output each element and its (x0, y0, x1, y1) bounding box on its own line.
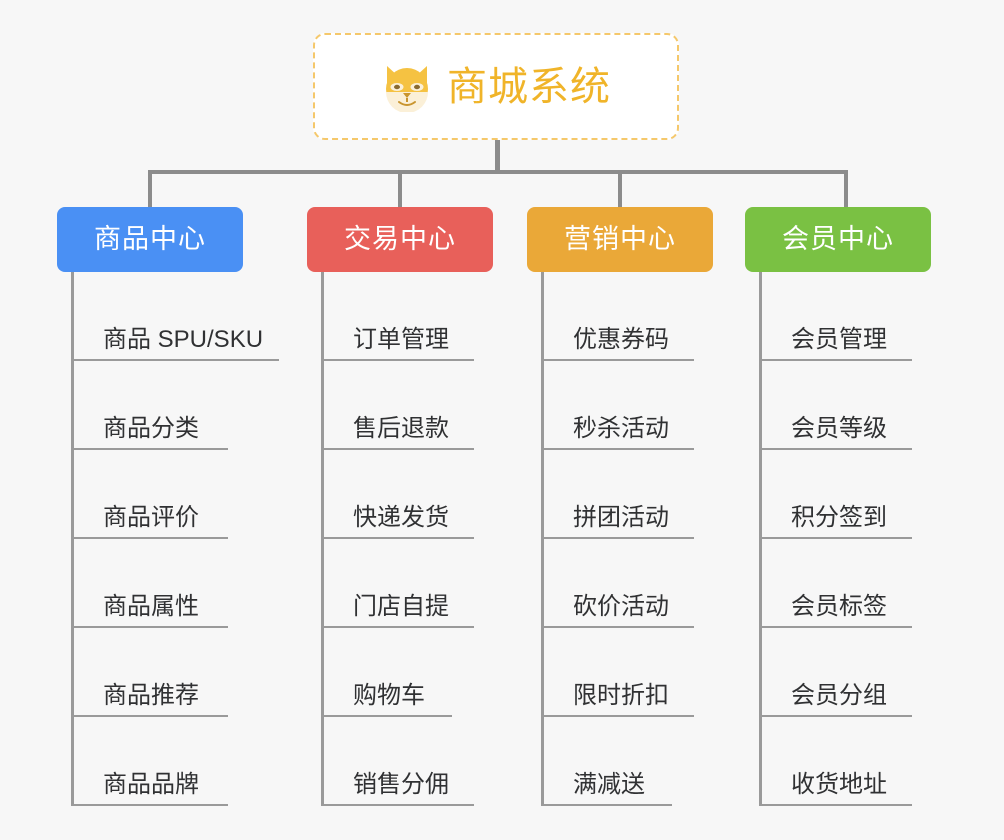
leaf-label: 拼团活动 (573, 504, 669, 531)
leaf-label: 秒杀活动 (573, 415, 669, 442)
leaf-label: 销售分佣 (353, 771, 449, 798)
connector-drop-4 (844, 170, 848, 210)
connector-drop-3 (618, 170, 622, 210)
leaf-underline (541, 715, 694, 717)
leaf-label: 会员等级 (791, 415, 887, 442)
root-title: 商城系统 (447, 64, 611, 109)
connector-drop-2 (398, 170, 402, 210)
leaf-underline (321, 448, 474, 450)
list-item[interactable]: 快递发货 (321, 450, 474, 539)
column-member-center: 会员中心 会员管理 会员等级 积分签到 会员标签 会员分组 (745, 207, 931, 806)
list-item[interactable]: 门店自提 (321, 539, 474, 628)
list-item[interactable]: 商品分类 (71, 361, 228, 450)
list-item[interactable]: 限时折扣 (541, 628, 694, 717)
leaf-underline (321, 359, 474, 361)
leaf-label: 商品属性 (103, 593, 199, 620)
column-spine (321, 272, 324, 806)
root-node[interactable]: 商城系统 (313, 33, 679, 140)
list-item[interactable]: 会员等级 (759, 361, 912, 450)
leaf-label: 商品 SPU/SKU (103, 326, 264, 353)
list-item[interactable]: 会员管理 (759, 272, 912, 361)
column-marketing-center: 营销中心 优惠券码 秒杀活动 拼团活动 砍价活动 限时折扣 (527, 207, 713, 806)
leaf-underline (759, 626, 912, 628)
category-label: 交易中心 (344, 224, 456, 254)
leaf-underline (541, 626, 694, 628)
column-spine (541, 272, 544, 806)
list-item[interactable]: 积分签到 (759, 450, 912, 539)
connector-drop-1 (148, 170, 152, 210)
leaf-underline (541, 537, 694, 539)
leaf-label: 门店自提 (353, 593, 449, 620)
list-item[interactable]: 会员标签 (759, 539, 912, 628)
leaf-underline (759, 537, 912, 539)
list-item[interactable]: 满减送 (541, 717, 672, 806)
list-item[interactable]: 砍价活动 (541, 539, 694, 628)
leaf-underline (71, 804, 228, 806)
category-header-trade-center[interactable]: 交易中心 (307, 207, 493, 272)
list-item[interactable]: 优惠券码 (541, 272, 694, 361)
connector-root-stub (495, 140, 500, 174)
leaf-label: 优惠券码 (573, 326, 669, 353)
list-item[interactable]: 售后退款 (321, 361, 474, 450)
leaf-label: 商品推荐 (103, 682, 199, 709)
list-item[interactable]: 订单管理 (321, 272, 474, 361)
leaf-label: 订单管理 (353, 326, 449, 353)
leaf-label: 会员分组 (791, 682, 887, 709)
list-item[interactable]: 商品 SPU/SKU (71, 272, 279, 361)
leaf-label: 限时折扣 (573, 682, 669, 709)
leaf-underline (71, 626, 228, 628)
list-item[interactable]: 会员分组 (759, 628, 912, 717)
leaf-underline (71, 448, 228, 450)
list-item[interactable]: 商品推荐 (71, 628, 228, 717)
category-label: 商品中心 (94, 224, 206, 254)
leaf-underline (321, 537, 474, 539)
leaf-underline (541, 804, 672, 806)
leaf-underline (759, 804, 912, 806)
leaf-label: 商品分类 (103, 415, 199, 442)
column-product-center: 商品中心 商品 SPU/SKU 商品分类 商品评价 商品属性 商品推荐 (57, 207, 279, 806)
leaf-label: 会员标签 (791, 593, 887, 620)
leaf-label: 商品品牌 (103, 771, 199, 798)
leaf-underline (71, 359, 279, 361)
leaf-underline (321, 626, 474, 628)
leaf-underline (759, 359, 912, 361)
leaf-underline (321, 715, 452, 717)
leaf-label: 收货地址 (791, 771, 887, 798)
leaf-underline (71, 715, 228, 717)
category-header-member-center[interactable]: 会员中心 (745, 207, 931, 272)
leaf-label: 快递发货 (353, 504, 449, 531)
list-item[interactable]: 购物车 (321, 628, 452, 717)
leaf-label: 砍价活动 (573, 593, 669, 620)
leaf-underline (541, 359, 694, 361)
list-item[interactable]: 销售分佣 (321, 717, 474, 806)
leaf-underline (541, 448, 694, 450)
column-spine (71, 272, 74, 806)
leaf-label: 会员管理 (791, 326, 887, 353)
list-item[interactable]: 商品品牌 (71, 717, 228, 806)
leaf-underline (321, 804, 474, 806)
list-item[interactable]: 收货地址 (759, 717, 912, 806)
category-label: 会员中心 (782, 224, 894, 254)
shiba-dog-icon (381, 62, 433, 113)
leaf-label: 积分签到 (791, 504, 887, 531)
list-item[interactable]: 秒杀活动 (541, 361, 694, 450)
leaf-label: 购物车 (353, 682, 425, 709)
column-trade-center: 交易中心 订单管理 售后退款 快递发货 门店自提 购物车 (307, 207, 493, 806)
list-item[interactable]: 商品属性 (71, 539, 228, 628)
category-header-product-center[interactable]: 商品中心 (57, 207, 243, 272)
list-item[interactable]: 拼团活动 (541, 450, 694, 539)
leaf-label: 商品评价 (103, 504, 199, 531)
connector-horizontal-bus (148, 170, 848, 174)
list-item[interactable]: 商品评价 (71, 450, 228, 539)
leaf-underline (71, 537, 228, 539)
leaf-label: 满减送 (573, 771, 645, 798)
leaf-underline (759, 448, 912, 450)
category-header-marketing-center[interactable]: 营销中心 (527, 207, 713, 272)
column-spine (759, 272, 762, 806)
leaf-label: 售后退款 (353, 415, 449, 442)
category-label: 营销中心 (564, 224, 676, 254)
leaf-underline (759, 715, 912, 717)
